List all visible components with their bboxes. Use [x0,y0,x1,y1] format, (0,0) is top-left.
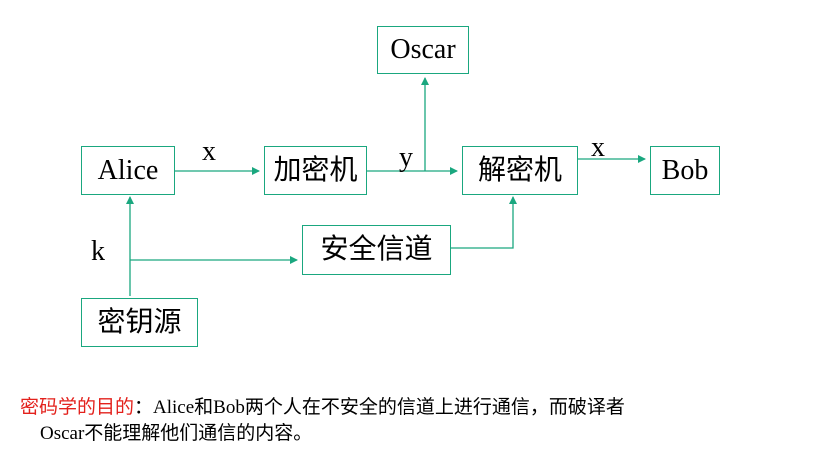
oscar-label: Oscar [390,34,456,65]
edge-label-x-left: x [202,136,216,167]
key-source-label: 密钥源 [97,306,182,338]
arrow-secure-channel-to-decryptor [451,196,517,249]
caption-highlight: 密码学的目的 [20,397,135,418]
caption-line2: Oscar不能理解他们通信的内容。 [40,423,313,444]
key-source-box: 密钥源 [81,298,198,347]
decryptor-box: 解密机 [462,146,578,195]
alice-box: Alice [81,146,175,195]
edge-label-y: y [399,142,413,173]
bob-box: Bob [650,146,720,195]
oscar-box: Oscar [377,26,469,74]
alice-label: Alice [97,154,159,186]
edge-label-x-right: x [591,132,605,163]
caption: 密码学的目的：Alice和Bob两个人在不安全的信道上进行通信，而破译者 Osc… [20,395,810,447]
bob-label: Bob [661,154,709,186]
encryptor-box: 加密机 [264,146,367,195]
edge-label-k: k [91,236,105,267]
secure-channel-box: 安全信道 [302,225,451,275]
encryptor-label: 加密机 [273,154,358,186]
secure-channel-label: 安全信道 [320,234,433,265]
decryptor-label: 解密机 [477,154,562,186]
caption-line1-rest: ：Alice和Bob两个人在不安全的信道上进行通信，而破译者 [134,397,625,418]
